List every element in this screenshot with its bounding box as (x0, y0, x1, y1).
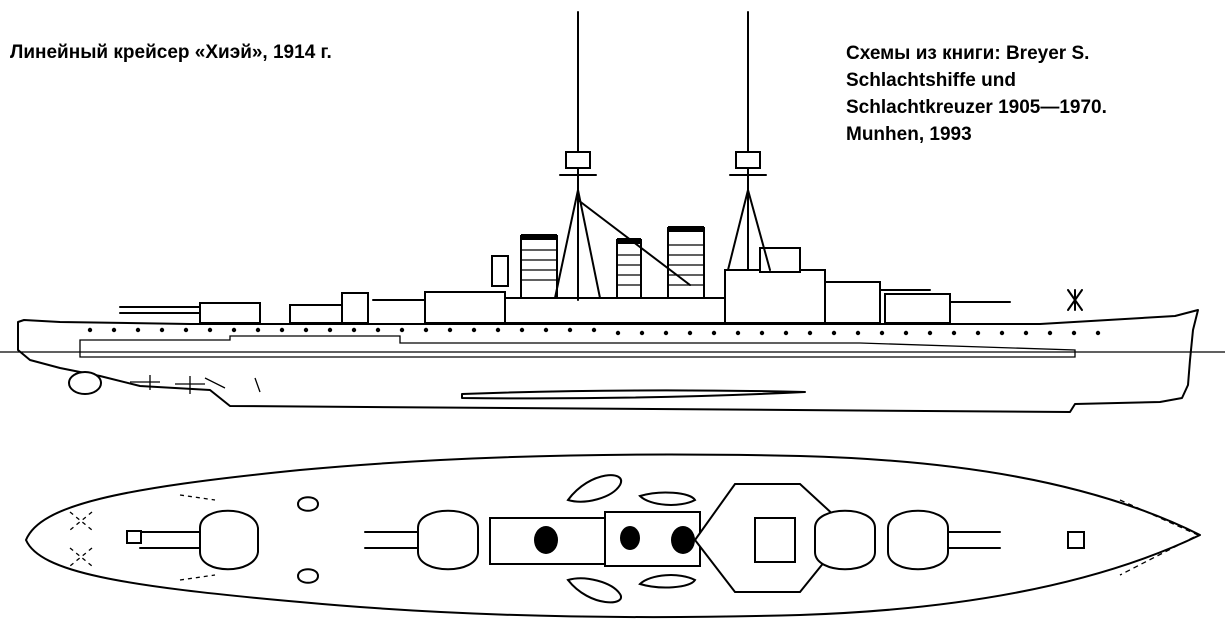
porthole (999, 330, 1005, 336)
porthole (735, 330, 741, 336)
source-line-4: Munhen, 1993 (846, 124, 972, 145)
porthole (951, 330, 957, 336)
porthole (495, 327, 501, 333)
porthole (1095, 330, 1101, 336)
porthole (87, 327, 93, 333)
turrets (139, 509, 1001, 571)
porthole (759, 330, 765, 336)
porthole (687, 330, 693, 336)
porthole (639, 330, 645, 336)
porthole (111, 327, 117, 333)
masts (554, 11, 771, 301)
stern-staff (1067, 289, 1083, 311)
porthole (591, 327, 597, 333)
porthole (279, 327, 285, 333)
funnels (520, 226, 705, 299)
porthole (567, 327, 573, 333)
porthole (879, 330, 885, 336)
porthole (351, 327, 357, 333)
porthole (303, 327, 309, 333)
funnel-top-3 (671, 526, 695, 554)
porthole (519, 327, 525, 333)
porthole (375, 327, 381, 333)
porthole (807, 330, 813, 336)
stern-hatch (1067, 531, 1085, 549)
porthole (159, 327, 165, 333)
porthole (927, 330, 933, 336)
porthole (423, 327, 429, 333)
propeller-shafts (130, 375, 261, 394)
porthole (783, 330, 789, 336)
porthole (447, 327, 453, 333)
bow-hatch (126, 530, 142, 544)
capstans (297, 496, 319, 584)
porthole (615, 330, 621, 336)
superstructure (199, 247, 951, 324)
source-citation: Схемы из книги: Breyer S. Schlachtshiffe… (846, 40, 1107, 148)
bilge-keel (461, 389, 806, 400)
porthole (255, 327, 261, 333)
source-line-3: Schlachtkreuzer 1905—1970. (846, 97, 1107, 118)
porthole (183, 327, 189, 333)
porthole (855, 330, 861, 336)
boats (566, 474, 697, 604)
porthole (711, 330, 717, 336)
anchor-gear (69, 494, 216, 581)
drawing-title: Линейный крейсер «Хиэй», 1914 г. (10, 42, 332, 63)
armor-belt (79, 335, 1076, 358)
porthole (1047, 330, 1053, 336)
porthole (831, 330, 837, 336)
deck-outline (25, 453, 1201, 619)
porthole (543, 327, 549, 333)
porthole (903, 330, 909, 336)
porthole (663, 330, 669, 336)
porthole (975, 330, 981, 336)
porthole (231, 327, 237, 333)
stern-deck-line (1119, 499, 1200, 576)
porthole (471, 327, 477, 333)
porthole (327, 327, 333, 333)
porthole (1071, 330, 1077, 336)
porthole (135, 327, 141, 333)
porthole (1023, 330, 1029, 336)
porthole (207, 327, 213, 333)
rudder (68, 371, 102, 395)
funnel-top-2 (620, 526, 640, 550)
porthole-row (87, 327, 1101, 336)
source-line-2: Schlachtshiffe und (846, 70, 1016, 91)
source-line-1: Схемы из книги: Breyer S. (846, 43, 1090, 64)
porthole (399, 327, 405, 333)
gun-barrels (119, 289, 1011, 314)
funnel-top-1 (534, 526, 558, 554)
